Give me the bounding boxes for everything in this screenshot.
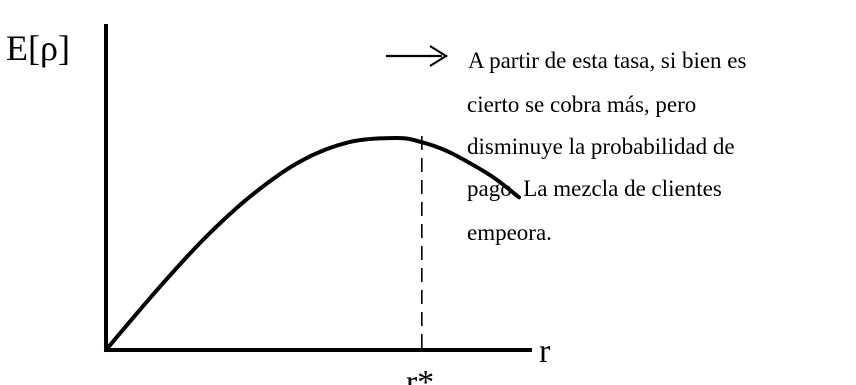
x-axis-label: r [539, 333, 551, 370]
series-line [104, 136, 521, 352]
annotation-line: cierto se cobra más, pero [467, 92, 696, 117]
right-arrow-icon [386, 45, 449, 67]
annotation-line: pago. La mezcla de clientes [467, 176, 722, 201]
annotation-text: A partir de esta tasa, si bien es cierto … [467, 48, 747, 245]
y-axis-label: E[ρ] [6, 28, 70, 68]
annotation-line: disminuye la probabilidad de [467, 134, 735, 159]
annotation-line: empeora. [467, 220, 552, 245]
annotation-line: A partir de esta tasa, si bien es [468, 48, 747, 73]
r-star-tick-label: r* [406, 364, 434, 385]
